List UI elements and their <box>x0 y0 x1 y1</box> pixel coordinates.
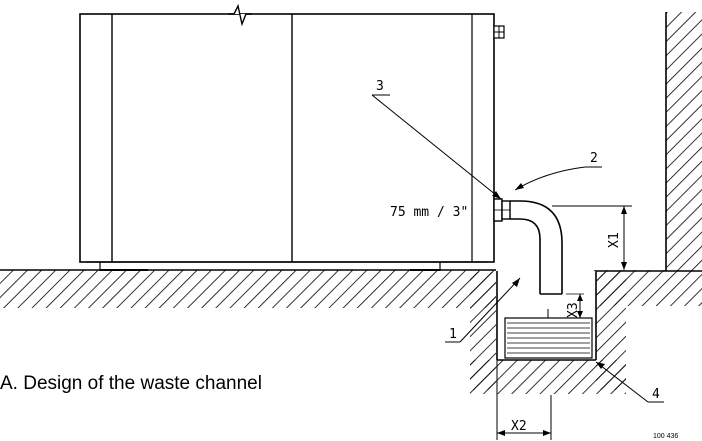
figure-code: 100 436 <box>653 433 678 440</box>
floor <box>0 269 702 308</box>
dimension-x3 <box>566 293 584 318</box>
dimension-x1 <box>552 205 632 270</box>
drain-hose <box>510 200 563 295</box>
callout-4-label: 4 <box>652 387 660 402</box>
machine-body <box>79 3 505 271</box>
drain-outlet <box>493 198 511 222</box>
pipe-size-label: 75 mm / 3" <box>390 205 468 220</box>
callout-2-label: 2 <box>590 151 598 166</box>
waste-channel <box>470 271 626 394</box>
wall <box>665 12 702 271</box>
figure-caption: A. Design of the waste channel <box>0 373 262 394</box>
dimension-x1-label: X1 <box>607 232 622 248</box>
callout-3-label: 3 <box>376 79 384 94</box>
grating <box>504 309 593 359</box>
dimension-x3-label: X3 <box>566 302 581 318</box>
dimension-x2-label: X2 <box>511 419 527 434</box>
dimension-x2 <box>496 360 552 440</box>
callout-1-label: 1 <box>449 327 457 342</box>
callout-leaders <box>371 94 664 403</box>
